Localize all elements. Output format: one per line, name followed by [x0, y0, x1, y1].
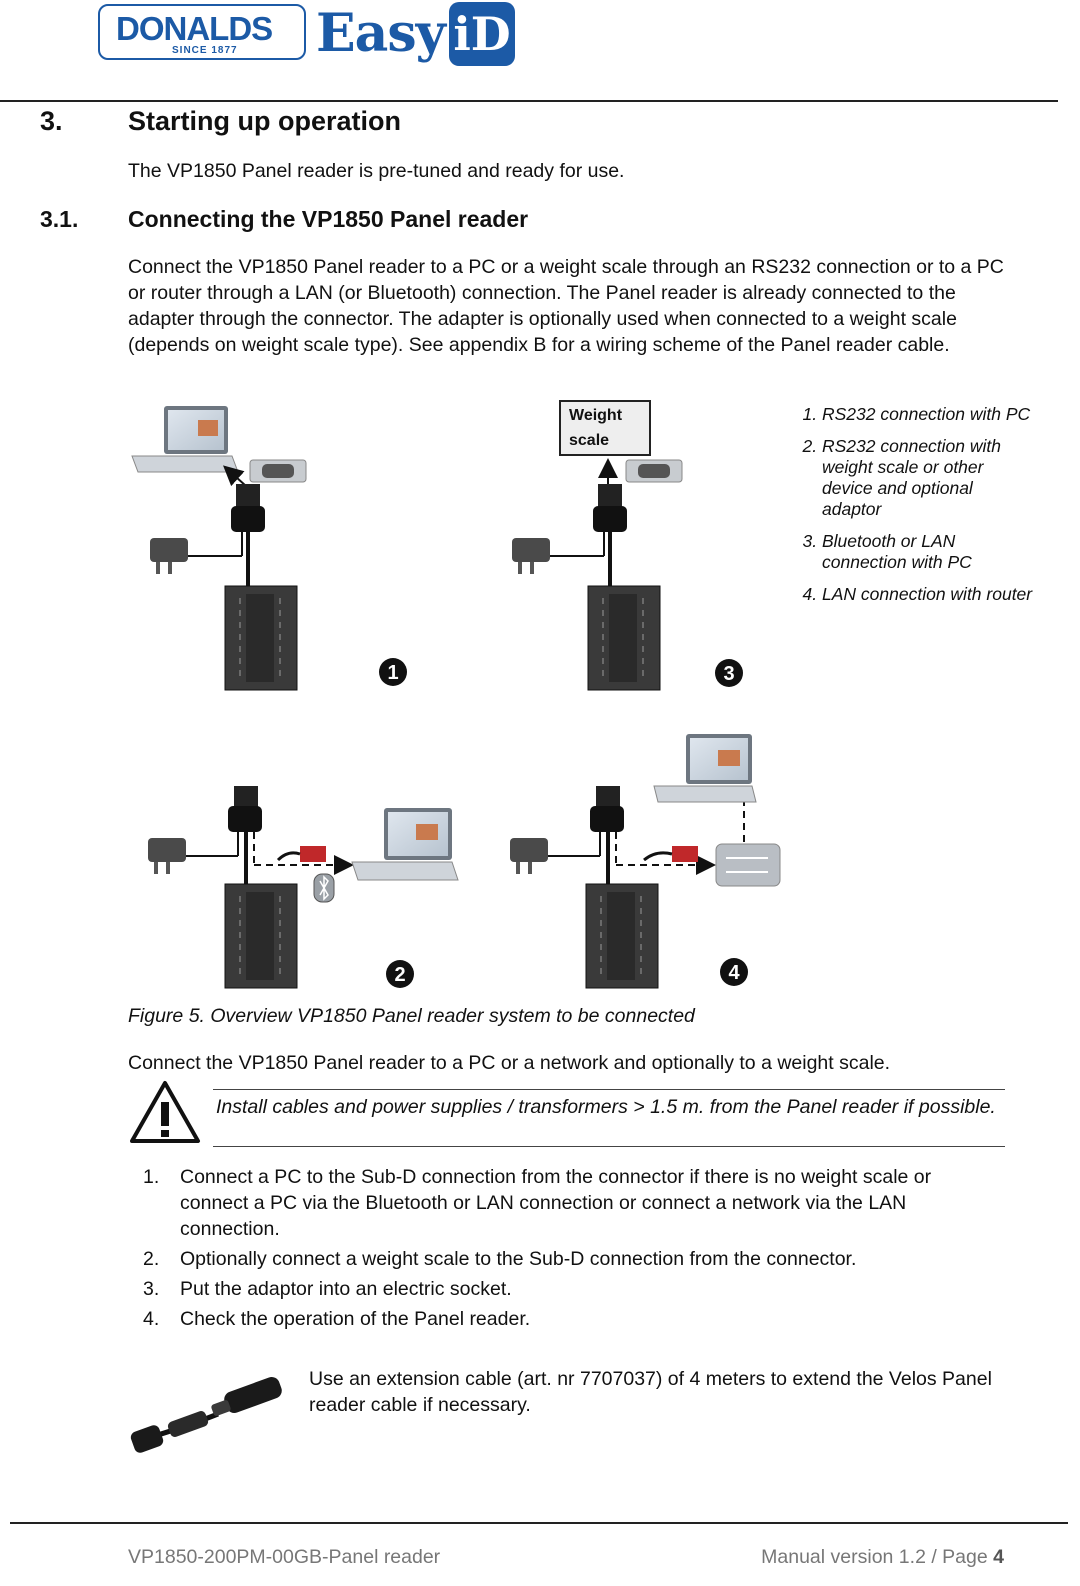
- connection-diagram: 1 Weight scale: [131, 400, 781, 989]
- power-adapter-icon: [512, 538, 550, 574]
- warning-icon: [129, 1080, 201, 1144]
- easyid-logo-id: iD: [449, 2, 515, 66]
- sub-d-connector-icon: [625, 459, 683, 483]
- figure-legend: RS232 connection with PC RS232 connectio…: [796, 404, 1036, 616]
- weight-scale-label-2: scale: [569, 432, 609, 449]
- step-number: 3.: [143, 1278, 160, 1300]
- panel-reader-icon: [224, 883, 298, 989]
- step-number: 1.: [143, 1166, 160, 1188]
- marker-1-label: 1: [387, 662, 398, 684]
- laptop-icon: [351, 808, 459, 881]
- marker-3: 3: [715, 659, 743, 687]
- donalds-logo-text: DONALDS: [116, 10, 273, 47]
- step-text: Optionally connect a weight scale to the…: [180, 1248, 857, 1270]
- panel-reader-icon: [587, 585, 661, 691]
- step-text: Check the operation of the Panel reader.: [180, 1308, 531, 1330]
- panel-reader-icon: [224, 585, 298, 691]
- step-item: 2. Optionally connect a weight scale to t…: [140, 1246, 1000, 1272]
- donalds-logo: [98, 4, 306, 60]
- step-item: 3. Put the adaptor into an electric socke…: [140, 1276, 1000, 1302]
- footer-document-id: VP1850-200PM-00GB-Panel reader: [128, 1546, 441, 1568]
- connector-plug-icon: [231, 484, 265, 532]
- steps-list: 1. Connect a PC to the Sub-D connection f…: [140, 1164, 1000, 1336]
- header-rule: [0, 100, 1058, 102]
- donalds-since-text: SINCE 1877: [172, 45, 238, 56]
- marker-2: 2: [386, 960, 414, 988]
- step-item: 4. Check the operation of the Panel reade…: [140, 1306, 1000, 1332]
- warning-rule-top: [213, 1089, 1005, 1090]
- power-adapter-icon: [150, 538, 188, 574]
- step-item: 1. Connect a PC to the Sub-D connection f…: [140, 1164, 1000, 1242]
- power-adapter-icon: [510, 838, 548, 874]
- laptop-icon: [653, 734, 757, 803]
- bluetooth-icon: [313, 873, 335, 903]
- legend-item: RS232 connection with PC: [822, 404, 1036, 425]
- connection-overview-figure: 1 Weight scale: [128, 398, 788, 998]
- section-intro: The VP1850 Panel reader is pre-tuned and…: [128, 160, 625, 182]
- weight-scale-label-1: Weight: [569, 407, 623, 424]
- quadrant-2: 2: [148, 786, 459, 989]
- quadrant-4: 4: [510, 734, 781, 989]
- marker-2-label: 2: [394, 964, 405, 986]
- warning-rule-bottom: [213, 1146, 1005, 1147]
- marker-4: 4: [720, 958, 748, 986]
- marker-4-label: 4: [728, 962, 740, 984]
- extension-note: Use an extension cable (art. nr 7707037)…: [309, 1368, 992, 1416]
- footer-page-number: 4: [993, 1546, 1004, 1568]
- subsection-number: 3.1.: [40, 206, 79, 232]
- router-icon: [715, 843, 781, 887]
- footer-version: Manual version 1.2 / Page: [761, 1546, 994, 1568]
- power-adapter-icon: [148, 838, 186, 874]
- section-title: Starting up operation: [128, 106, 401, 136]
- subsection-paragraph: Connect the VP1850 Panel reader to a PC …: [128, 256, 1004, 356]
- footer-rule: [10, 1522, 1068, 1524]
- legend-item: RS232 connection with weight scale or ot…: [822, 436, 1036, 520]
- sub-d-connector-icon: [249, 459, 307, 483]
- extension-cable-icon: [128, 1368, 293, 1456]
- quadrant-3: Weight scale: [512, 400, 743, 691]
- connector-plug-icon: [590, 786, 624, 832]
- marker-3-label: 3: [723, 663, 734, 685]
- marker-1: 1: [379, 658, 407, 686]
- connector-plug-icon: [228, 786, 262, 832]
- step-text: Put the adaptor into an electric socket.: [180, 1278, 512, 1300]
- subsection-title: Connecting the VP1850 Panel reader: [128, 206, 529, 232]
- step-number: 4.: [143, 1308, 160, 1330]
- warning-text: Install cables and power supplies / tran…: [216, 1096, 996, 1118]
- section-number: 3.: [40, 106, 63, 136]
- legend-item: Bluetooth or LAN connection with PC: [822, 531, 1036, 573]
- connect-text: Connect the VP1850 Panel reader to a PC …: [128, 1052, 891, 1074]
- step-number: 2.: [143, 1248, 160, 1270]
- weight-scale-box: [559, 400, 651, 456]
- figure-caption: Figure 5. Overview VP1850 Panel reader s…: [128, 1005, 695, 1027]
- step-text: Connect a PC to the Sub-D connection fro…: [180, 1166, 932, 1240]
- laptop-icon: [131, 406, 239, 473]
- easyid-logo-easy: Easy: [316, 3, 446, 64]
- legend-item: LAN connection with router: [822, 584, 1036, 605]
- ethernet-cable-icon: [643, 846, 698, 862]
- connector-plug-icon: [593, 484, 627, 532]
- ethernet-cable-icon: [276, 846, 326, 862]
- panel-reader-icon: [585, 883, 659, 989]
- footer-page-info: Manual version 1.2 / Page 4: [761, 1546, 1004, 1569]
- quadrant-1: 1: [131, 406, 407, 691]
